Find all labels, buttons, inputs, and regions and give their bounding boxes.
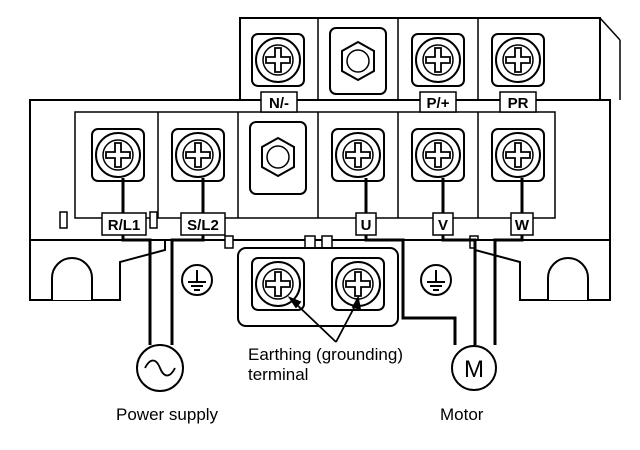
svg-text:N/-: N/- — [269, 95, 289, 112]
earthing-arrows — [287, 295, 362, 343]
svg-text:R/L1: R/L1 — [108, 217, 141, 234]
svg-text:S/L2: S/L2 — [187, 217, 219, 234]
screw-terminal-icon — [411, 128, 465, 182]
earthing-caption-line1: Earthing (grounding) — [248, 345, 403, 364]
terminal-label-pr: PR — [499, 91, 537, 113]
lower-hex-nut — [249, 121, 307, 195]
earth-ground-icon — [420, 264, 452, 296]
screw-terminal-icon — [91, 128, 145, 182]
screw-terminal-icon — [171, 128, 225, 182]
terminal-label-w: W — [510, 212, 534, 236]
left-mounting-foot — [29, 239, 166, 301]
svg-text:W: W — [515, 217, 530, 234]
power-supply-wires — [121, 178, 205, 345]
earth-ground-icon — [181, 264, 213, 296]
terminal-label-r-l1: R/L1 — [101, 212, 147, 236]
ac-source-icon — [136, 344, 184, 392]
svg-text:P/+: P/+ — [427, 95, 450, 112]
svg-text:M: M — [464, 356, 484, 383]
screw-terminal-icon — [331, 128, 385, 182]
upper-hex-nut — [329, 27, 387, 95]
terminal-label-u: U — [355, 212, 377, 236]
screw-terminal-icon — [251, 33, 305, 87]
earthing-caption-line2: terminal — [248, 365, 308, 384]
terminal-label-s-l2: S/L2 — [180, 212, 226, 236]
terminal-label-n: N/- — [260, 91, 298, 113]
motor-icon: M — [451, 345, 497, 391]
screw-terminal-icon — [491, 128, 545, 182]
svg-text:V: V — [438, 217, 448, 234]
terminal-label-v: V — [432, 212, 454, 236]
screw-terminal-icon — [411, 33, 465, 87]
screw-terminal-icon — [491, 33, 545, 87]
motor-caption: Motor — [440, 405, 484, 424]
svg-text:PR: PR — [508, 95, 529, 112]
svg-text:U: U — [361, 217, 372, 234]
power-supply-caption: Power supply — [116, 405, 219, 424]
terminal-label-p: P/+ — [419, 91, 457, 113]
